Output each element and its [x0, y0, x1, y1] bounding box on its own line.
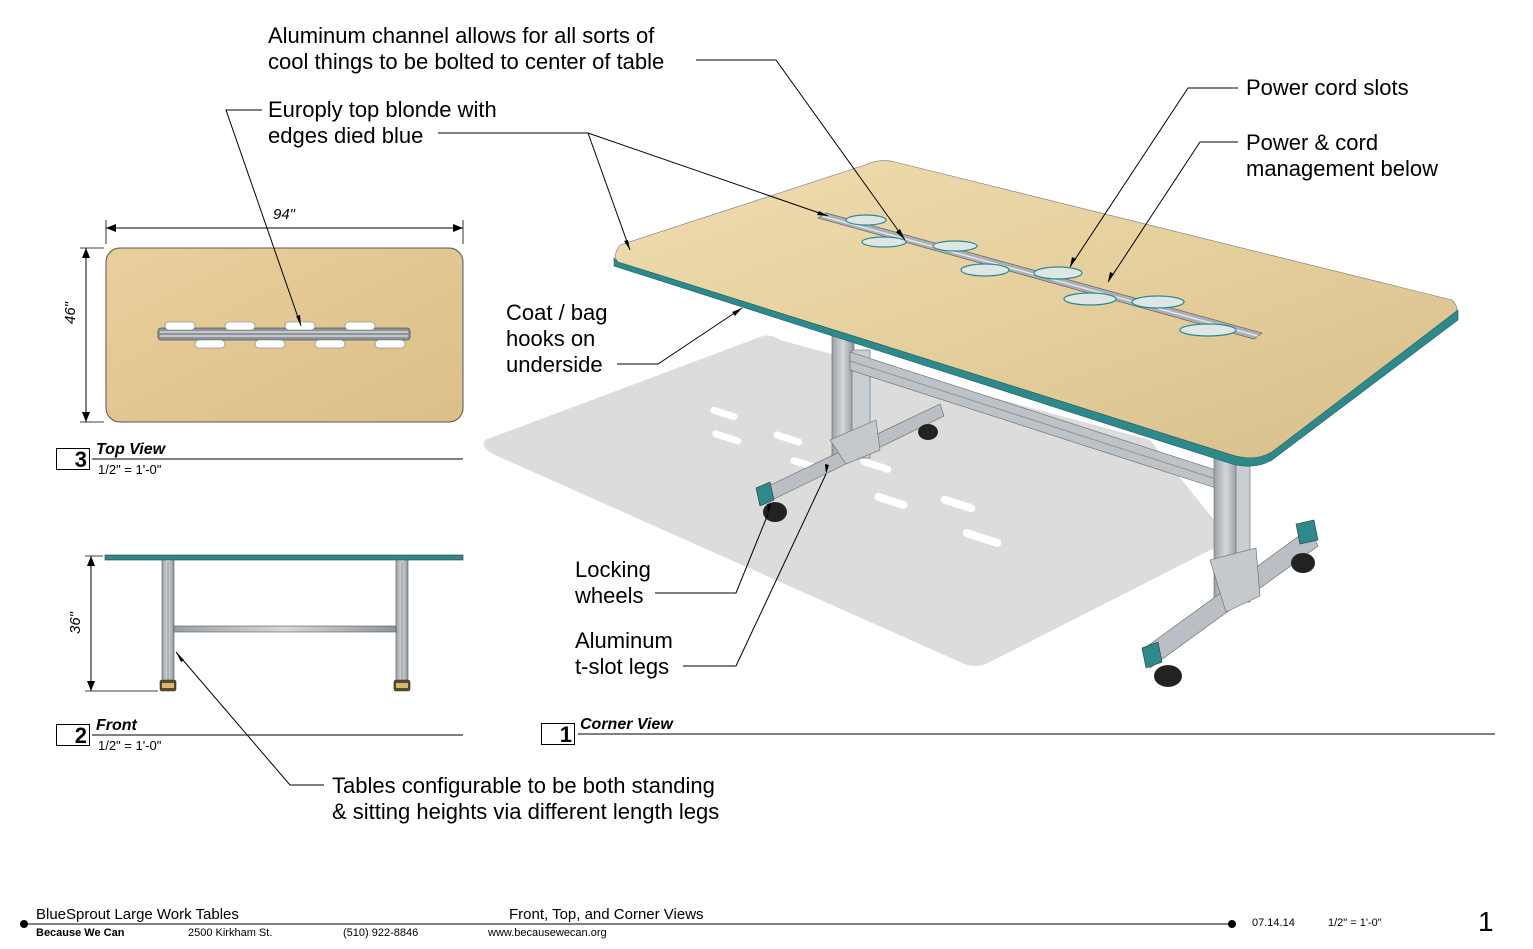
dimension-top-depth: 46" [62, 301, 79, 324]
front-view-drawing [85, 554, 464, 736]
sheet-number: 1 [1478, 906, 1494, 937]
view-number-2: 2 [56, 724, 90, 747]
callout-configurable-heights: Tables configurable to be both standing … [332, 773, 720, 824]
project-title: BlueSprout Large Work Tables [36, 906, 239, 923]
company-website: www.becausewecan.org [488, 927, 607, 939]
callout-tslot-legs: Aluminum t-slot legs [575, 628, 673, 679]
callout-europly-top: Europly top blonde with edges died blue [268, 97, 497, 148]
view-number-1: 1 [541, 723, 575, 746]
callout-coat-hooks: Coat / bag hooks on underside [506, 300, 608, 377]
dimension-top-width: 94" [273, 206, 296, 223]
corner-view-drawing [483, 160, 1495, 735]
view-title-front: Front [96, 717, 137, 734]
sheet-date: 07.14.14 [1252, 917, 1295, 929]
company-name: Because We Can [36, 927, 125, 939]
view-scale-top: 1/2" = 1'-0" [98, 462, 162, 477]
callout-power-management: Power & cord management below [1246, 130, 1439, 181]
company-phone: (510) 922-8846 [343, 927, 419, 939]
leader-lines [175, 59, 1238, 786]
sheet-scale: 1/2" = 1'-0" [1328, 917, 1382, 929]
top-view-drawing [80, 220, 464, 460]
callout-locking-wheels: Locking wheels [575, 557, 651, 608]
view-title-top: Top View [96, 441, 166, 458]
callout-power-cord-slots: Power cord slots [1246, 75, 1409, 100]
sheet-title: Front, Top, and Corner Views [509, 906, 704, 923]
company-address: 2500 Kirkham St. [188, 927, 273, 939]
callout-aluminum-channel: Aluminum channel allows for all sorts of… [268, 23, 665, 74]
view-title-corner: Corner View [580, 716, 673, 733]
dimension-front-height: 36" [67, 611, 84, 634]
view-scale-front: 1/2" = 1'-0" [98, 738, 162, 753]
view-number-3: 3 [56, 448, 90, 471]
leader-arrows [176, 211, 1114, 662]
title-block-lines [20, 920, 1236, 928]
